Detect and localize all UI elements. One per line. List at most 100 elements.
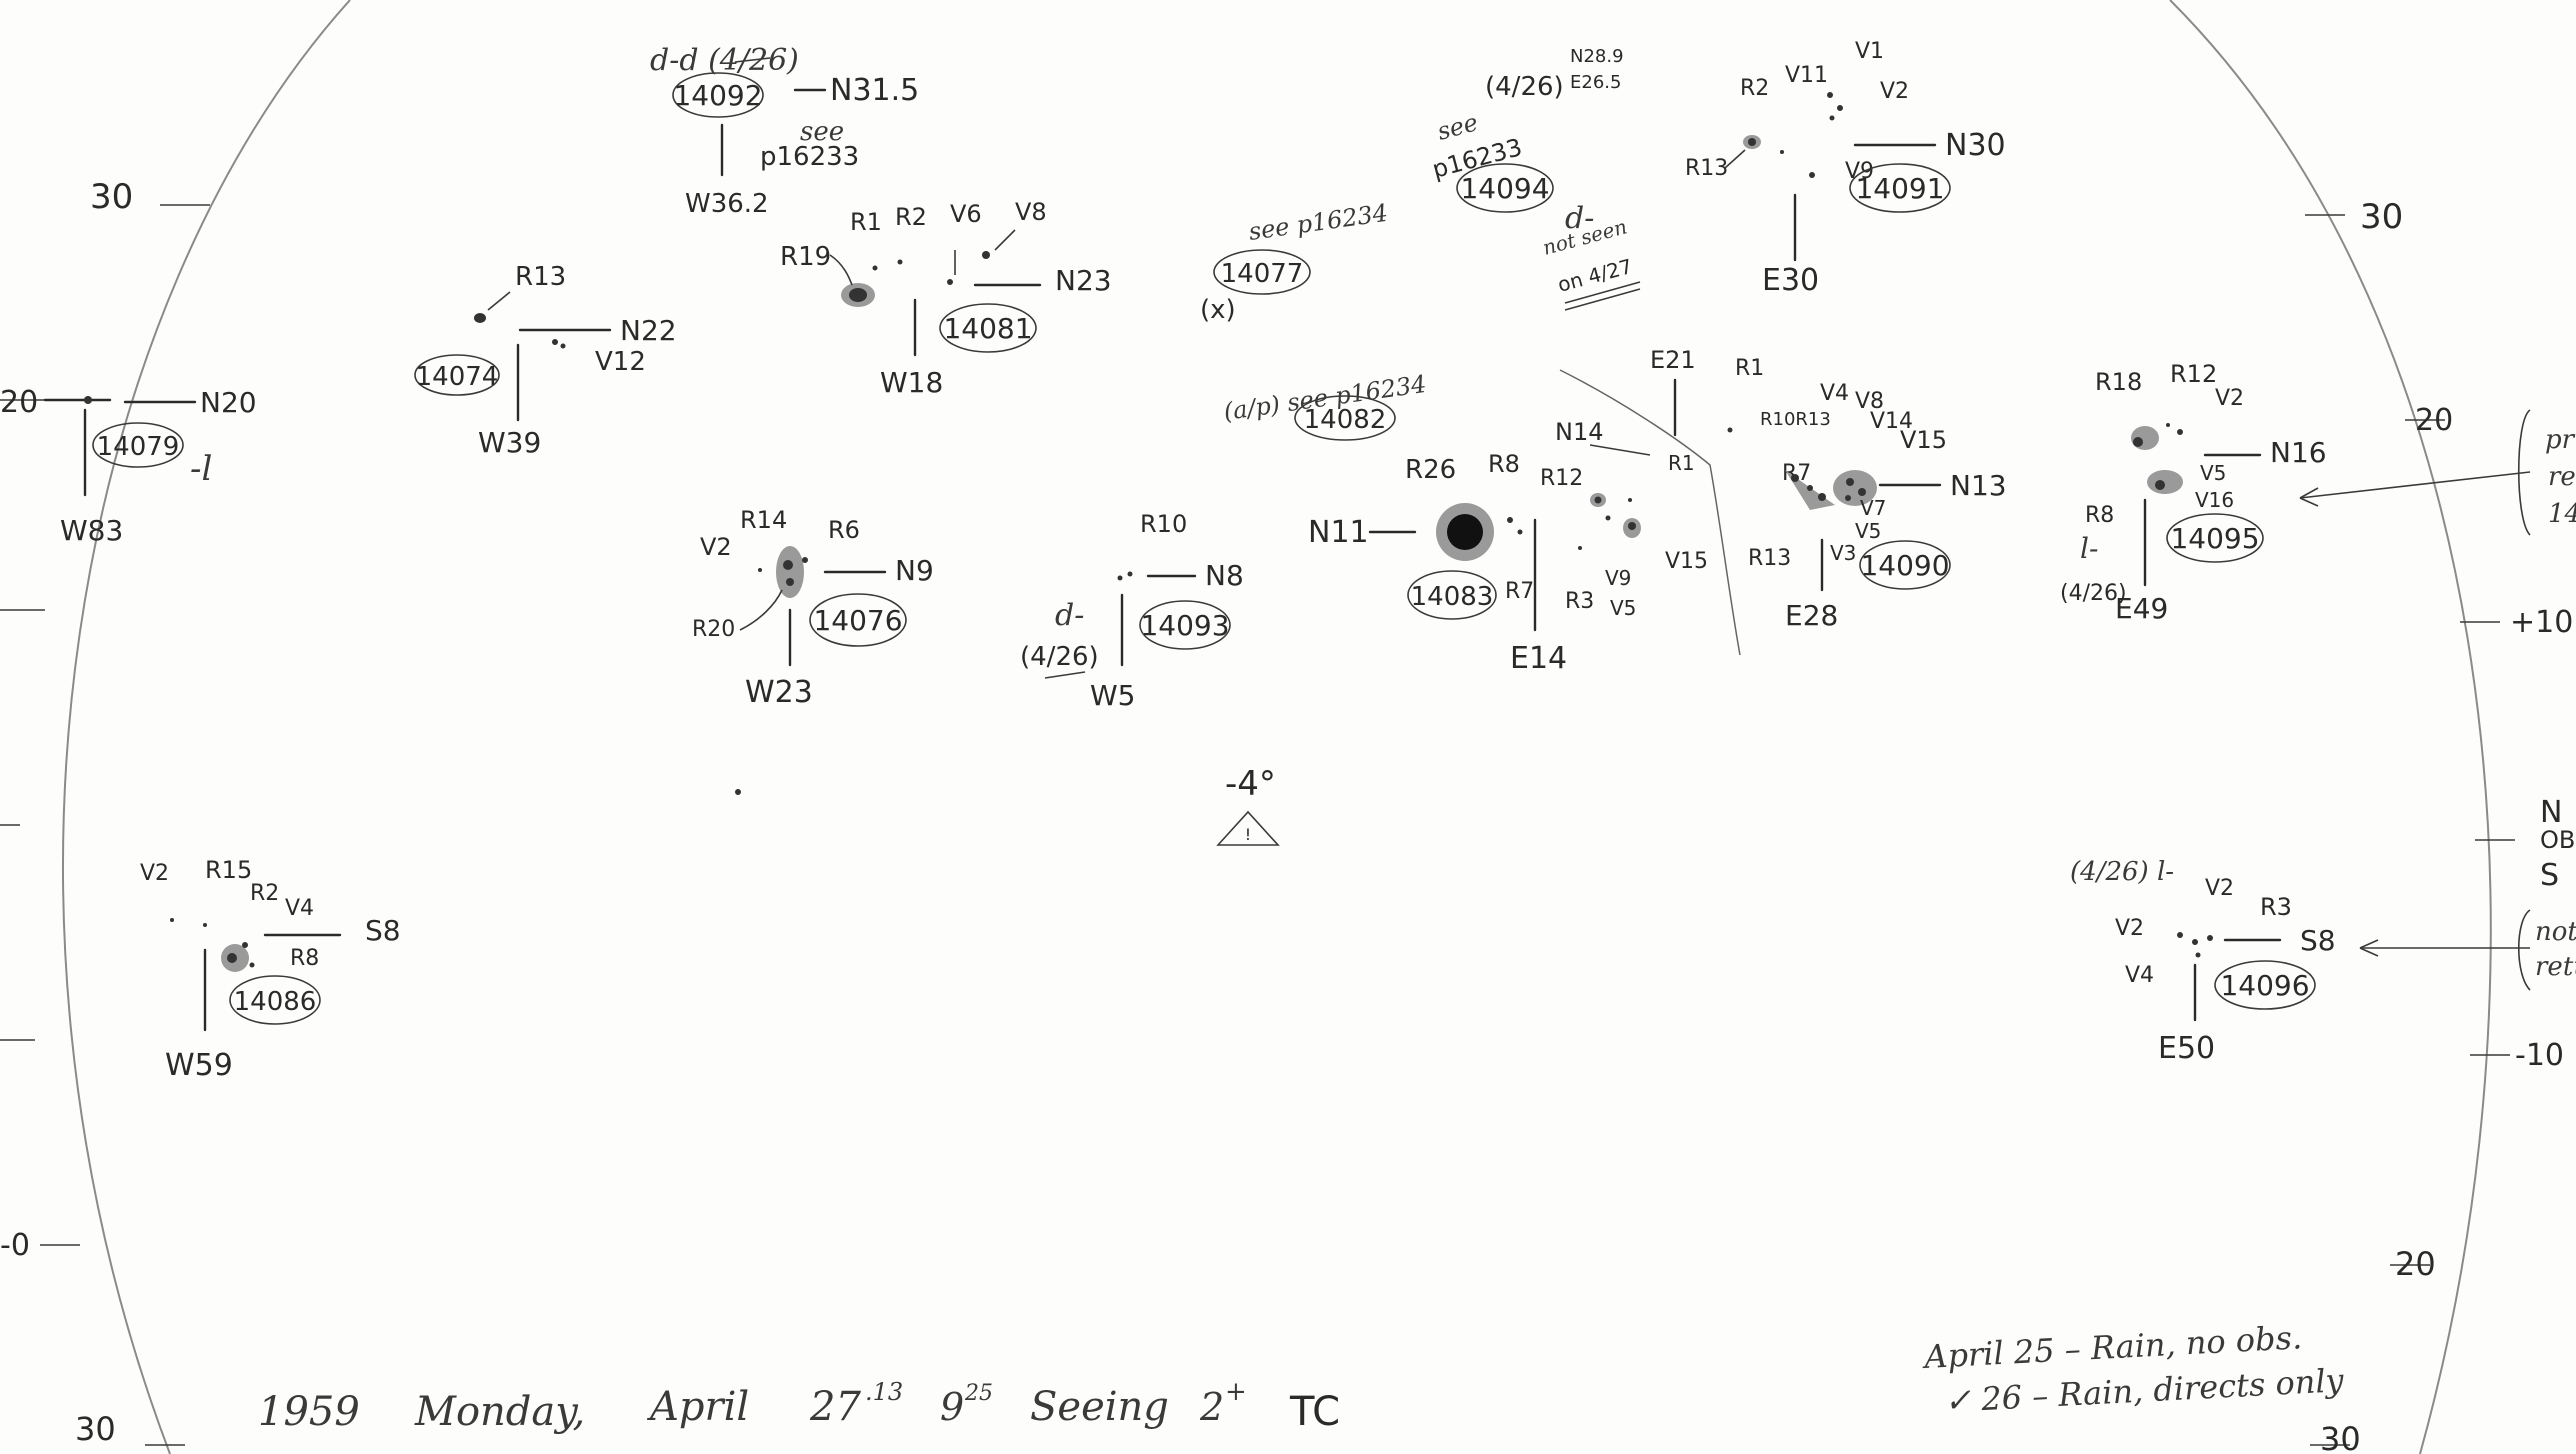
- sunspot-group-14095: R18 R12 V2 N16 V5 V16 R8 14095 l- (4/26)…: [2060, 360, 2327, 625]
- group-14092-see: see: [800, 117, 844, 147]
- group-14083-lat: N11: [1308, 515, 1369, 550]
- group-14094-see: see: [1434, 108, 1481, 146]
- group-14091-v11: V11: [1785, 63, 1828, 88]
- left-lat-minus30: 30: [75, 1410, 116, 1448]
- group-14091-id: 14091: [1855, 172, 1944, 205]
- group-14074-lat: N22: [620, 314, 677, 347]
- group-14091-lon: E30: [1762, 263, 1819, 298]
- solar-limb-left: [62, 0, 351, 1454]
- group-14095-date: (4/26): [2060, 581, 2127, 606]
- caption-seeing-plus: +: [1225, 1377, 1247, 1407]
- sunspot-group-14093: R10 N8 d- (4/26) 14093 W5: [1020, 510, 1244, 712]
- margin-ob: OB: [2540, 826, 2575, 854]
- margin-n: N: [2540, 795, 2562, 830]
- group-14079-id: 14079: [97, 432, 180, 462]
- group-14086-lon: W59: [165, 1048, 233, 1083]
- group-14095-v16: V16: [2195, 488, 2234, 512]
- sunspot-group-14091: R2 V11 V1 V2 R13 N30 V9 14091 E30: [1685, 39, 2006, 298]
- weather-notes: April 25 – Rain, no obs. ✓ 26 – Rain, di…: [1920, 1318, 2345, 1420]
- group-14094-e265: E26.5: [1570, 72, 1621, 93]
- group-divider-line: [1559, 369, 1741, 656]
- group-14092-lat: N31.5: [830, 73, 919, 108]
- margin-note-2b: retu: [2535, 952, 2576, 982]
- group-14091-lat: N30: [1945, 128, 2006, 163]
- group-14093-date: (4/26): [1020, 642, 1099, 672]
- group-14090-v7: V7: [1860, 496, 1886, 520]
- group-14096-lat: S8: [2300, 924, 2336, 957]
- margin-note-1c: 14: [2548, 499, 2576, 529]
- group-14086-r15: R15: [205, 856, 252, 884]
- group-14095-lon: E49: [2115, 592, 2168, 625]
- group-14095-v2: V2: [2215, 386, 2244, 411]
- right-lat-minus30: 30: [2320, 1420, 2361, 1454]
- group-14095-id: 14095: [2170, 522, 2259, 555]
- sunspot-group-14081: R19 R1 R2 V6 V8 N23 14081 W18: [780, 198, 1112, 399]
- group-14076-v2: V2: [700, 533, 732, 561]
- group-14086-v4: V4: [285, 896, 314, 921]
- margin-note-1b: re: [2548, 462, 2576, 492]
- group-14083-id: 14083: [1411, 582, 1494, 612]
- group-14095-r12: R12: [2170, 360, 2217, 388]
- group-14090-v4: V4: [1820, 381, 1849, 406]
- group-14081-v8: V8: [1015, 198, 1047, 226]
- group-14096-v4: V4: [2125, 963, 2154, 988]
- group-14076-r6: R6: [828, 516, 860, 544]
- group-14083-r3: R3: [1565, 589, 1594, 614]
- group-14091-v2: V2: [1880, 79, 1909, 104]
- group-14077-x: (x): [1200, 295, 1236, 325]
- group-14076-r20: R20: [692, 617, 735, 642]
- caption-minutes: 25: [964, 1381, 993, 1406]
- group-14095-v5: V5: [2200, 461, 2226, 485]
- group-14083-r1: R1: [1668, 451, 1695, 475]
- sunspot-group-14092: d-d (4/26) 14092 N31.5 W36.2 see p16233: [650, 43, 919, 219]
- sunspot-group-14079: N20 14079 -l W83: [43, 386, 257, 547]
- caption-day: Monday,: [414, 1389, 585, 1435]
- group-14076-lat: N9: [895, 554, 934, 587]
- group-14077-note: see p16234: [1247, 199, 1390, 246]
- right-margin-notes: N OB S pr re 14 not retu: [2299, 409, 2576, 991]
- group-14095-note: l-: [2080, 532, 2098, 565]
- left-lat-minus10: -0: [0, 1228, 30, 1263]
- caption-observer: TC: [1289, 1389, 1340, 1435]
- group-14090-v14: V14: [1870, 409, 1913, 434]
- group-14074-v: V12: [595, 347, 646, 377]
- group-14096-lon: E50: [2158, 1031, 2215, 1066]
- group-14090-v3: V3: [1830, 541, 1856, 565]
- group-14086-v2: V2: [140, 861, 169, 886]
- right-lat-20: 20: [2415, 403, 2453, 438]
- right-lat-minus10: -10: [2515, 1038, 2564, 1073]
- group-14090-lat: N13: [1950, 469, 2007, 502]
- group-14083-r26: R26: [1405, 455, 1456, 485]
- margin-note-1: pr: [2545, 425, 2576, 455]
- group-14086-lat: S8: [365, 914, 401, 947]
- group-14083-lon: E14: [1510, 641, 1567, 676]
- group-14090-v15: V15: [1900, 426, 1947, 454]
- group-14076-r14: R14: [740, 506, 787, 534]
- caption-seeing-value: 2: [1199, 1385, 1224, 1429]
- group-14083-r8: R8: [1488, 450, 1520, 478]
- group-14091-v1: V1: [1855, 39, 1884, 64]
- group-14081-r1: R1: [850, 208, 882, 236]
- left-lat-20: 20: [0, 385, 38, 420]
- right-lat-plus10: +10: [2510, 605, 2573, 640]
- group-14090-e21: E21: [1650, 346, 1696, 374]
- group-14093-lon: W5: [1090, 679, 1136, 712]
- group-14081-v6: V6: [950, 200, 982, 228]
- group-14093-r10: R10: [1140, 510, 1187, 538]
- right-lat-30: 30: [2360, 197, 2403, 237]
- group-14083-v9: V9: [1605, 566, 1631, 590]
- group-14093-lat: N8: [1205, 559, 1244, 592]
- group-14094-d: d-: [1565, 201, 1594, 236]
- disk-center-mark: -4° !: [735, 764, 1280, 846]
- group-14092-ref: p16233: [760, 142, 859, 172]
- left-limb-ticks: 30 20 -0 30: [0, 177, 210, 1448]
- group-14086-id: 14086: [234, 987, 317, 1017]
- group-14095-lat: N16: [2270, 436, 2327, 469]
- group-14096-v2a: V2: [2205, 876, 2234, 901]
- group-14081-r19: R19: [780, 242, 831, 272]
- group-14081-lon: W18: [880, 366, 943, 399]
- sunspot-group-14094: (4/26) N28.9 E26.5 see p16233 14094 d- n…: [1429, 46, 1641, 311]
- group-14090-r10r13: R10R13: [1760, 409, 1831, 430]
- right-limb-ticks: 30 20 +10 -10 20 30: [2305, 197, 2573, 1454]
